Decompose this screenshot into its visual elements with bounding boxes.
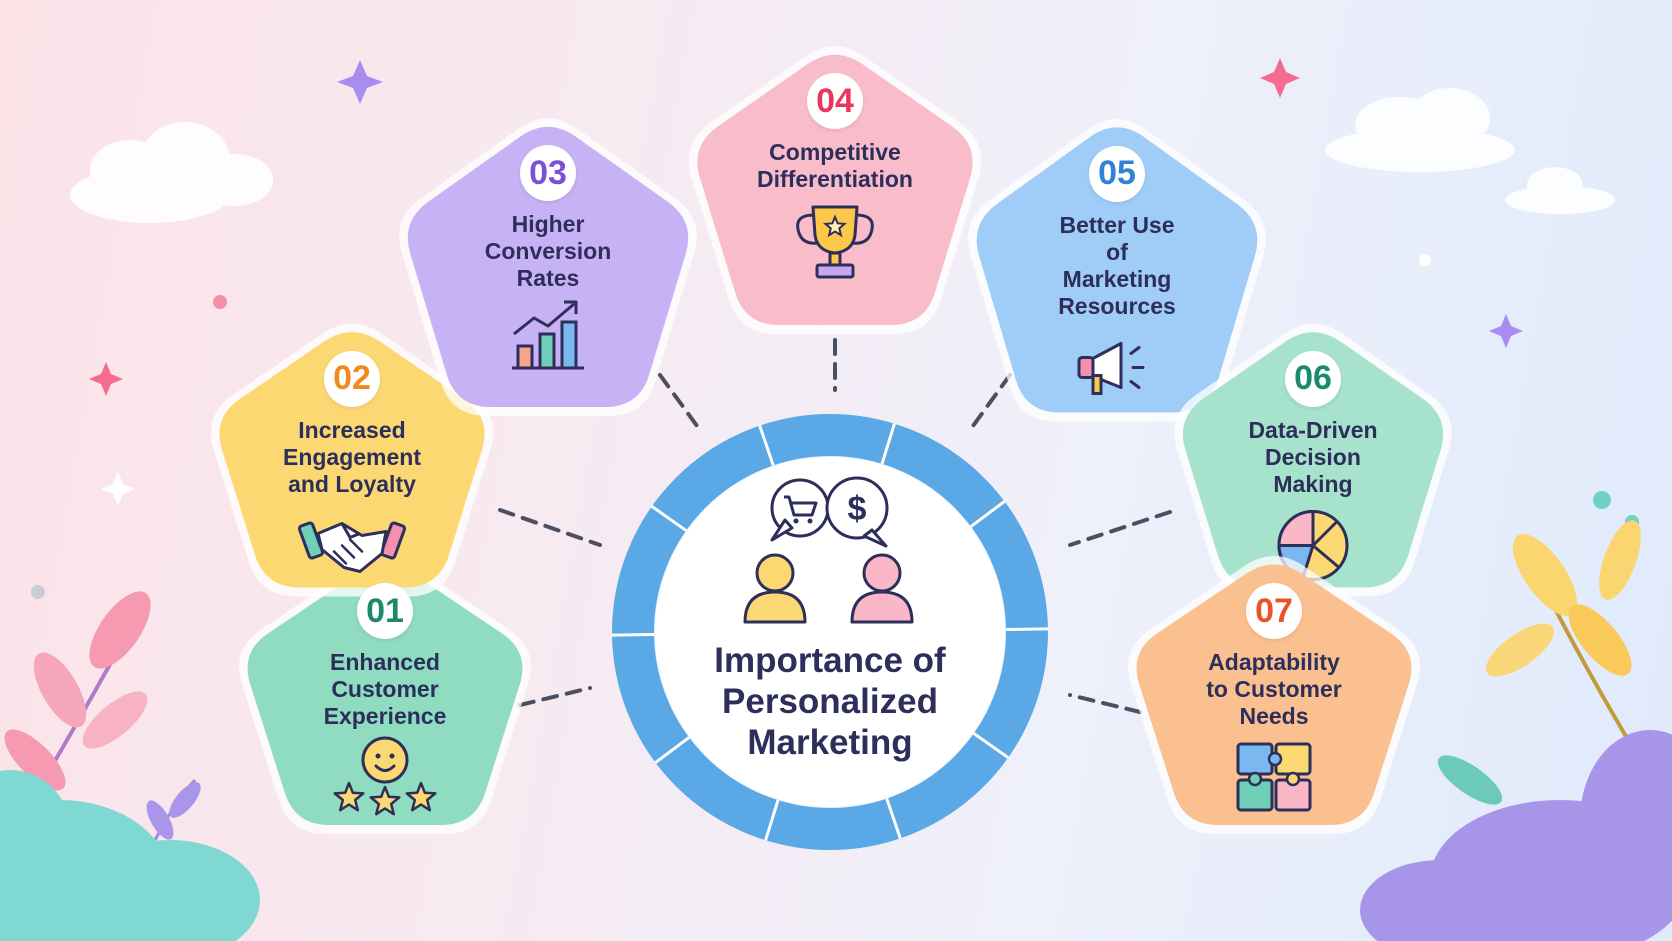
center-title: Importance of Personalized Marketing [714, 641, 946, 762]
ring-segment [650, 505, 688, 532]
connector-line [518, 686, 592, 707]
connector-line [1068, 693, 1142, 714]
card-04-shape [697, 54, 973, 325]
card-number-badge: 07 [1246, 583, 1302, 639]
ring-segment [612, 632, 655, 637]
card-number-badge: 01 [357, 583, 413, 639]
dot-icon [1419, 254, 1431, 266]
bush-left-icon [0, 770, 260, 941]
sparkle-icon [1489, 314, 1523, 348]
sparkle-icon [101, 472, 135, 506]
center-disc [655, 457, 1005, 807]
card-label: Adaptability to Customer Needs [1206, 649, 1342, 729]
megaphone-icon [1077, 342, 1145, 395]
sparkle-icon [89, 362, 123, 396]
card-number-badge: 06 [1285, 350, 1341, 407]
svg-text:$: $ [848, 490, 867, 528]
smiley-stars-icon [333, 736, 437, 816]
handshake-icon [297, 521, 407, 573]
center-icons: $ [743, 476, 914, 624]
dot-icon [31, 585, 45, 599]
card-06-shape [1182, 332, 1444, 588]
card-label: Higher Conversion Rates [484, 211, 612, 291]
connector-line [1068, 510, 1172, 547]
people-icon [743, 553, 914, 624]
card-number-badge: 04 [807, 73, 863, 129]
ring-segment [764, 799, 780, 841]
cloud-right-icon [1325, 88, 1615, 214]
card-number-badge: 03 [520, 145, 576, 201]
bar-chart-growth-icon [512, 300, 584, 370]
card-number-badge: 02 [324, 350, 380, 407]
sparkle-icon [1260, 58, 1300, 98]
dollar-icon: $ [825, 476, 889, 548]
dot-icon [1593, 491, 1611, 509]
shopping-cart-icon [770, 478, 830, 542]
card-05-shape [976, 127, 1258, 413]
card-03-shape [407, 126, 689, 407]
ring-segment [970, 500, 1006, 528]
ring-segment [654, 736, 690, 764]
card-02-shape [219, 332, 485, 588]
sparkle-icon [337, 60, 383, 104]
bush-right-icon [1360, 730, 1672, 941]
connector-line [658, 373, 702, 432]
ring-segment [972, 732, 1010, 759]
center-ring [612, 414, 1048, 850]
card-label: Data-Driven Decision Making [1248, 416, 1378, 497]
card-label: Increased Engagement and Loyalty [282, 416, 422, 497]
ring-segment [1005, 627, 1048, 632]
connector-line [498, 508, 602, 547]
card-01-shape [247, 564, 523, 825]
ring-segment [880, 423, 896, 465]
trophy-icon [796, 205, 874, 279]
card-label: Enhanced Customer Experience [323, 649, 447, 729]
dot-icon [213, 295, 227, 309]
card-label: Competitive Differentiation [757, 139, 913, 192]
card-number-badge: 05 [1089, 145, 1145, 202]
ring-segment [758, 425, 775, 466]
leaves-right-icon [1437, 520, 1642, 805]
cloud-left-icon [70, 122, 273, 223]
ring-segment [885, 798, 902, 839]
card-07-shape [1136, 564, 1412, 825]
puzzle-icon [1236, 742, 1312, 812]
card-label: Better Use of Marketing Resources [1058, 211, 1176, 319]
connector-line [968, 373, 1012, 432]
